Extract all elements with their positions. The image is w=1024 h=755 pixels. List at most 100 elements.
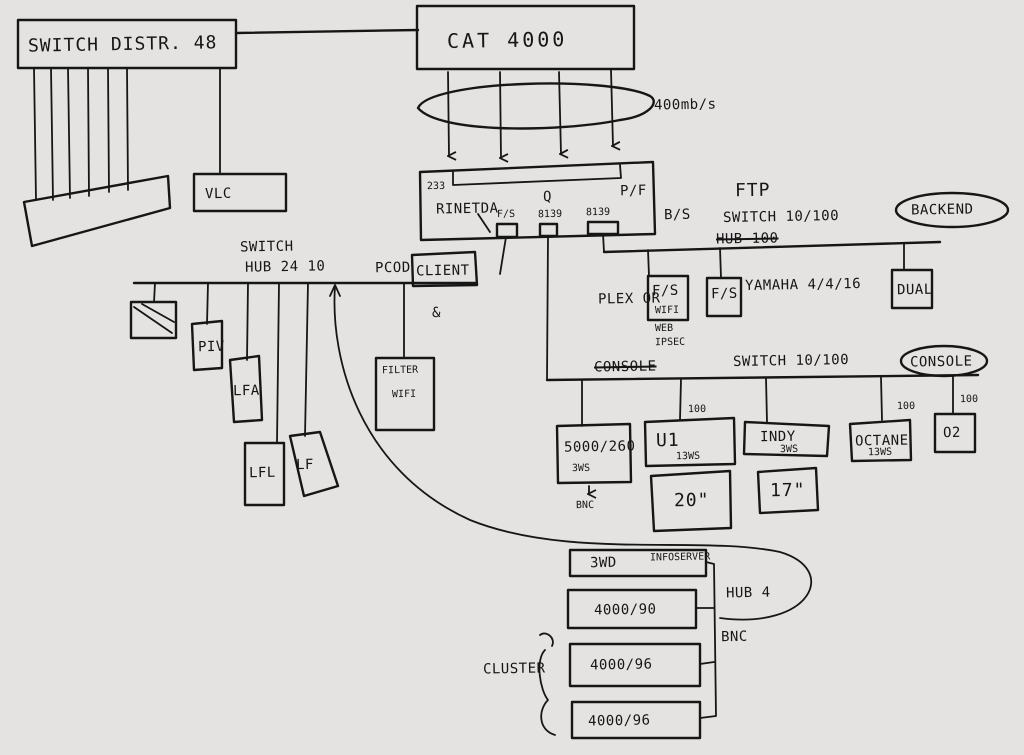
distr-panel — [22, 174, 172, 248]
dual-box — [890, 268, 934, 310]
small-mark-label: & — [431, 304, 442, 322]
router-to-backend — [602, 233, 605, 253]
backend-switch-label: SWITCH 10/100 — [722, 207, 840, 227]
rack-1-label-b: INFOSERVER — [649, 551, 711, 564]
drop-piv — [206, 282, 209, 325]
monitor-20-box — [649, 469, 733, 533]
dual-label: DUAL — [896, 281, 933, 299]
rack-3-label: 4000/96 — [589, 656, 653, 674]
lfa-label: LFA — [232, 382, 260, 400]
plex-fs-label: F/S — [651, 282, 679, 300]
drop-octane — [880, 376, 883, 421]
bandwidth-ellipse — [416, 82, 655, 130]
drop-yamaha — [719, 247, 722, 279]
drop-u1 — [679, 378, 682, 421]
ipsec-label: IPSEC — [654, 336, 686, 349]
port-233-label: 233 — [426, 180, 446, 193]
console-label: CONSOLE — [909, 353, 973, 371]
cat4000-box — [415, 4, 636, 71]
vlc-label: VLC — [204, 185, 232, 203]
u1-sub-label: 13WS — [675, 450, 701, 463]
ws-5000-label: 5000/260 — [563, 438, 636, 456]
lfl-label: LFL — [248, 464, 276, 482]
uplink-arrowhead — [329, 284, 341, 297]
tag-100-o2: 100 — [959, 393, 979, 406]
router-port-fs — [495, 222, 519, 239]
monitor-17-label: 17" — [769, 479, 806, 502]
pcod-label: PCOD — [374, 259, 411, 277]
console-struck-label: CONSOLE — [593, 358, 657, 376]
vlc-box — [192, 172, 288, 213]
cluster-scribble — [539, 632, 554, 647]
router-port-8139b — [586, 220, 620, 236]
cat-arrow-1 — [448, 71, 449, 156]
ftp-label: FTP — [734, 179, 771, 202]
rack-2-label: 4000/90 — [593, 601, 657, 619]
backend-bus — [602, 240, 942, 254]
drop-box1 — [153, 282, 156, 303]
router-to-console — [546, 235, 549, 381]
lfn-label: LF — [295, 456, 314, 474]
hub-100-struck-label: HUB 100 — [715, 230, 779, 248]
distr-ports — [33, 67, 129, 201]
filter-wifi-label: WIFI — [391, 388, 417, 401]
pf-label: P/F — [619, 182, 647, 200]
o2-box — [933, 412, 977, 454]
rack-2-box — [566, 588, 698, 630]
cat-arrow-4 — [610, 69, 613, 146]
switch-hub-label-2: HUB 24 10 — [244, 258, 326, 276]
cluster-label: CLUSTER — [482, 660, 546, 678]
drop-plex — [647, 249, 650, 277]
router-fs-label: F/S — [496, 208, 516, 221]
octane-box — [848, 418, 913, 463]
port-8139b-label: 8139 — [585, 206, 611, 219]
rinetda-pointer — [477, 213, 491, 233]
left-box-1 — [129, 300, 178, 340]
backend-bubble — [894, 191, 1010, 229]
lfa-box — [228, 354, 264, 424]
rack-4-box — [570, 700, 702, 740]
bs-label: B/S — [663, 206, 691, 224]
left-box-1-hatch2 — [141, 303, 175, 323]
router-box — [418, 160, 657, 242]
client-box — [410, 250, 479, 288]
piv-box — [190, 319, 224, 372]
bnc-small-label: BNC — [575, 499, 595, 512]
cat-arrow-2 — [500, 71, 501, 158]
rinetda-label: RINETDA — [435, 200, 499, 218]
router-to-lan — [499, 236, 507, 275]
drop-lfa — [246, 282, 249, 361]
port-8139a-label: 8139 — [537, 208, 563, 221]
ws-5000-sub-label: 3WS — [571, 462, 591, 475]
backend-label: BACKEND — [910, 201, 974, 219]
left-box-1-hatch — [133, 306, 173, 334]
cluster-uplink-cable — [333, 285, 813, 621]
yamaha-fs-label: F/S — [710, 285, 738, 303]
rack-bnc-bus — [695, 561, 717, 719]
plex-sub1-label: WIFI — [654, 304, 680, 317]
rack-1-label-a: 3WD — [589, 554, 617, 572]
distr-to-cat-link — [234, 28, 420, 35]
indy-sub-label: 3WS — [779, 443, 799, 456]
o2-label: O2 — [942, 424, 961, 442]
drop-lfn — [304, 282, 309, 437]
cat-arrow-3 — [558, 71, 561, 154]
u1-label: U1 — [655, 429, 680, 452]
drop-lfl — [276, 282, 280, 444]
filter-box — [374, 356, 436, 432]
speed-label: 400mb/s — [653, 96, 717, 114]
console-bus — [545, 373, 980, 382]
q-label: Q — [542, 188, 553, 206]
switch-distr-label: SWITCH DISTR. 48 — [27, 32, 218, 57]
plex-box — [646, 274, 690, 322]
bnc-label: BNC — [720, 628, 748, 646]
client-label: CLIENT — [415, 262, 470, 280]
ws-5000-box — [555, 422, 633, 485]
rack-3-box — [568, 642, 702, 688]
u1-box — [643, 416, 737, 468]
tag-100-octane: 100 — [896, 400, 916, 413]
lfn-box — [288, 430, 340, 498]
console-switch-label: SWITCH 10/100 — [732, 351, 850, 371]
